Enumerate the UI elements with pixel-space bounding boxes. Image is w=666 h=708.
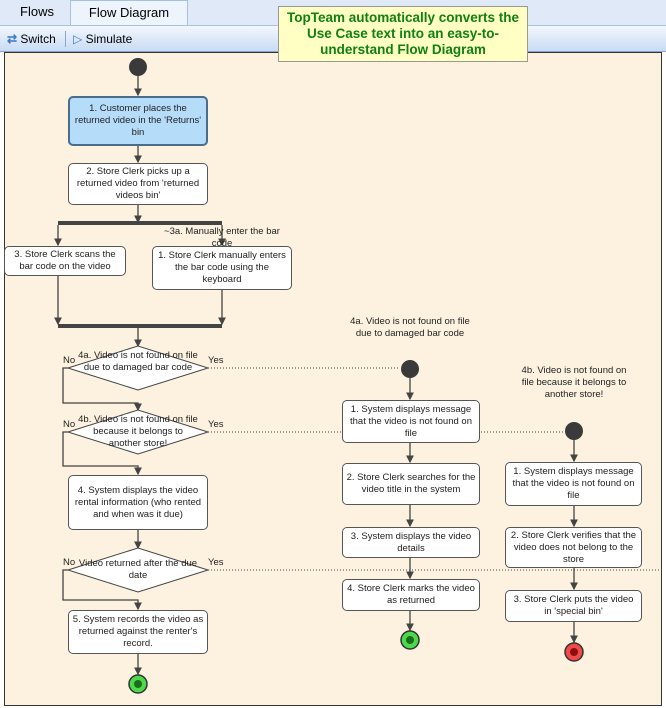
simulate-button[interactable]: ▷ Simulate <box>73 32 133 46</box>
yes-label: Yes <box>208 355 224 366</box>
alt-4b-step-2-box[interactable]: 2. Store Clerk verifies that the video d… <box>505 527 642 568</box>
no-label: No <box>63 557 76 568</box>
alt-4a-step-4-box[interactable]: 4. Store Clerk marks the video as return… <box>342 579 480 611</box>
alt-4a-step-2-box[interactable]: 2. Store Clerk searches for the video ti… <box>342 463 480 505</box>
no-label: No <box>63 419 76 430</box>
alt-4b-step-3-box[interactable]: 3. Store Clerk puts the video in 'specia… <box>505 590 642 622</box>
start-node-4a[interactable] <box>401 360 419 378</box>
tab-flows[interactable]: Flows <box>20 4 54 19</box>
alt-4b-step-1-box[interactable]: 1. System displays message that the vide… <box>505 462 642 506</box>
step-5-box[interactable]: 5. System records the video as returned … <box>68 610 208 654</box>
switch-icon: ⇄ <box>7 32 18 46</box>
alt-4a-label: 4a. Video is not found on file due to da… <box>350 316 470 339</box>
callout-tooltip: TopTeam automatically converts the Use C… <box>278 6 528 62</box>
step-2-box[interactable]: 2. Store Clerk picks up a returned video… <box>68 163 208 205</box>
start-node-4b[interactable] <box>565 422 583 440</box>
alt-3a-step-1-box[interactable]: 1. Store Clerk manually enters the bar c… <box>152 246 292 290</box>
alt-3a-label: ~3a. Manually enter the bar code <box>164 226 280 249</box>
yes-label: Yes <box>208 557 224 568</box>
start-node[interactable] <box>129 58 147 76</box>
step-1-box[interactable]: 1. Customer places the returned video in… <box>68 96 208 146</box>
step-4-box[interactable]: 4. System displays the video rental info… <box>68 475 208 530</box>
decision-due-date[interactable] <box>66 547 210 593</box>
alt-4b-label: 4b. Video is not found on file because i… <box>521 365 627 400</box>
fork-bar <box>58 221 222 225</box>
alt-4a-step-3-box[interactable]: 3. System displays the video details <box>342 527 480 558</box>
step-3-box[interactable]: 3. Store Clerk scans the bar code on the… <box>4 246 126 276</box>
no-label: No <box>63 355 76 366</box>
decision-4b[interactable] <box>66 409 210 455</box>
switch-button[interactable]: ⇄ Switch <box>7 32 56 46</box>
yes-label: Yes <box>208 419 224 430</box>
decision-4a-text: 4a. Video is not found on file due to da… <box>78 350 198 373</box>
decision-4b-text: 4b. Video is not found on file because i… <box>78 414 198 449</box>
join-bar <box>58 324 222 328</box>
tab-flow-diagram[interactable]: Flow Diagram <box>70 0 188 25</box>
decision-due-text: Video returned after the due date <box>78 558 198 581</box>
alt-4a-step-1-box[interactable]: 1. System displays message that the vide… <box>342 400 480 443</box>
toolbar-divider <box>65 31 66 47</box>
decision-4a[interactable] <box>66 345 210 391</box>
play-icon: ▷ <box>73 32 83 46</box>
